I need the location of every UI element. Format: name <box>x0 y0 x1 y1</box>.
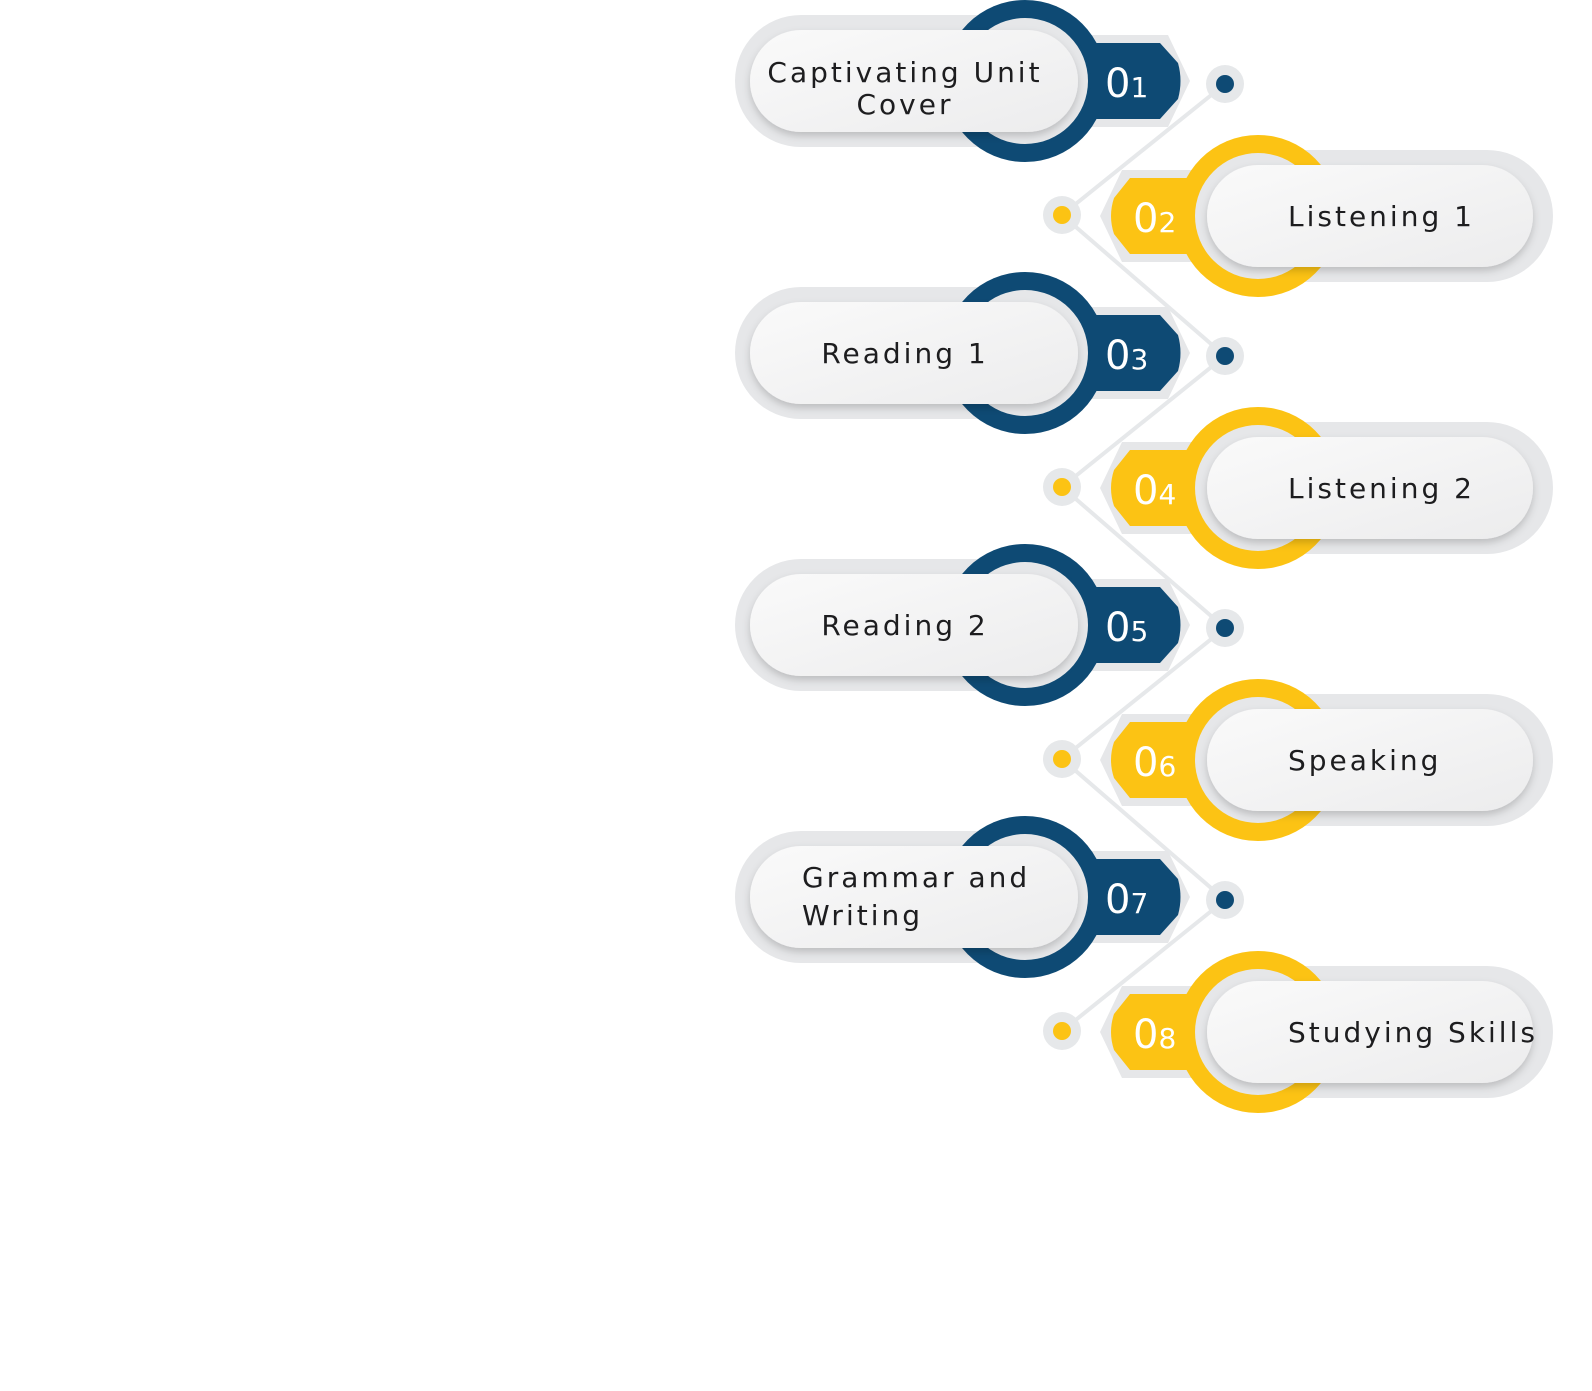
step-number: 05 <box>1105 605 1148 651</box>
step-item-03: 03 Reading 1 <box>735 272 1190 434</box>
step-label-line: Captivating Unit <box>767 56 1042 89</box>
step-label-line: Grammar and <box>802 861 1030 894</box>
step-item-04: 04 Listening 2 <box>1100 407 1553 569</box>
label-pill <box>750 846 1078 948</box>
node-dot <box>1053 1022 1071 1040</box>
node-dot-08 <box>1043 1012 1081 1050</box>
step-label: Listening 1 <box>1288 200 1475 233</box>
node-dot <box>1053 750 1071 768</box>
connector-line <box>1060 485 1227 630</box>
step-number: 02 <box>1133 196 1176 242</box>
label-pill <box>1207 437 1533 539</box>
node-dot-04 <box>1043 468 1081 506</box>
step-number: 03 <box>1105 333 1148 379</box>
step-label: Reading 1 <box>821 337 988 370</box>
number-tab <box>1111 450 1200 526</box>
step-label-line: Reading 2 <box>821 609 988 642</box>
number-tab <box>1090 315 1181 391</box>
node-dot-03 <box>1206 337 1244 375</box>
number-tab <box>1111 178 1200 254</box>
label-pill <box>1207 981 1533 1083</box>
label-pill <box>1207 709 1533 811</box>
node-dot <box>1216 347 1234 365</box>
number-tab <box>1090 587 1181 663</box>
connector-line <box>1060 354 1227 489</box>
connector-line <box>1060 626 1227 761</box>
step-number: 06 <box>1133 740 1176 786</box>
label-pill <box>750 574 1078 676</box>
step-label: Listening 2 <box>1288 472 1475 505</box>
connector-line <box>1060 82 1227 217</box>
number-tab <box>1090 43 1181 119</box>
step-label: Reading 2 <box>821 609 988 642</box>
step-number: 01 <box>1105 61 1148 107</box>
label-pill <box>750 30 1078 132</box>
step-number: 08 <box>1133 1012 1176 1058</box>
step-label: Studying Skills <box>1288 1016 1538 1049</box>
node-dot <box>1216 891 1234 909</box>
node-dot <box>1053 478 1071 496</box>
node-dot-06 <box>1043 740 1081 778</box>
label-pill <box>1207 165 1533 267</box>
step-item-06: 06 Speaking <box>1100 679 1553 841</box>
node-dot <box>1216 619 1234 637</box>
number-tab <box>1111 722 1200 798</box>
node-dot-05 <box>1206 609 1244 647</box>
step-number: 07 <box>1105 877 1148 923</box>
node-dot-02 <box>1043 196 1081 234</box>
step-label-line: Writing <box>802 899 923 932</box>
step-label-line: Cover <box>857 88 954 121</box>
connector-line <box>1060 757 1227 902</box>
node-dot-01 <box>1206 65 1244 103</box>
number-tab <box>1111 994 1200 1070</box>
label-pill <box>750 302 1078 404</box>
node-dot <box>1053 206 1071 224</box>
step-item-05: 05 Reading 2 <box>735 544 1190 706</box>
number-tab <box>1090 859 1181 935</box>
step-item-08: 08 Studying Skills <box>1100 951 1553 1113</box>
node-dot-07 <box>1206 881 1244 919</box>
connector-line <box>1060 898 1227 1033</box>
connector-lines <box>1043 65 1244 1050</box>
step-label: Speaking <box>1288 744 1441 777</box>
connector-line <box>1060 213 1227 358</box>
node-dot <box>1216 75 1234 93</box>
step-label-line: Reading 1 <box>821 337 988 370</box>
step-item-02: 02 Listening 1 <box>1100 135 1553 297</box>
step-number: 04 <box>1133 468 1176 514</box>
